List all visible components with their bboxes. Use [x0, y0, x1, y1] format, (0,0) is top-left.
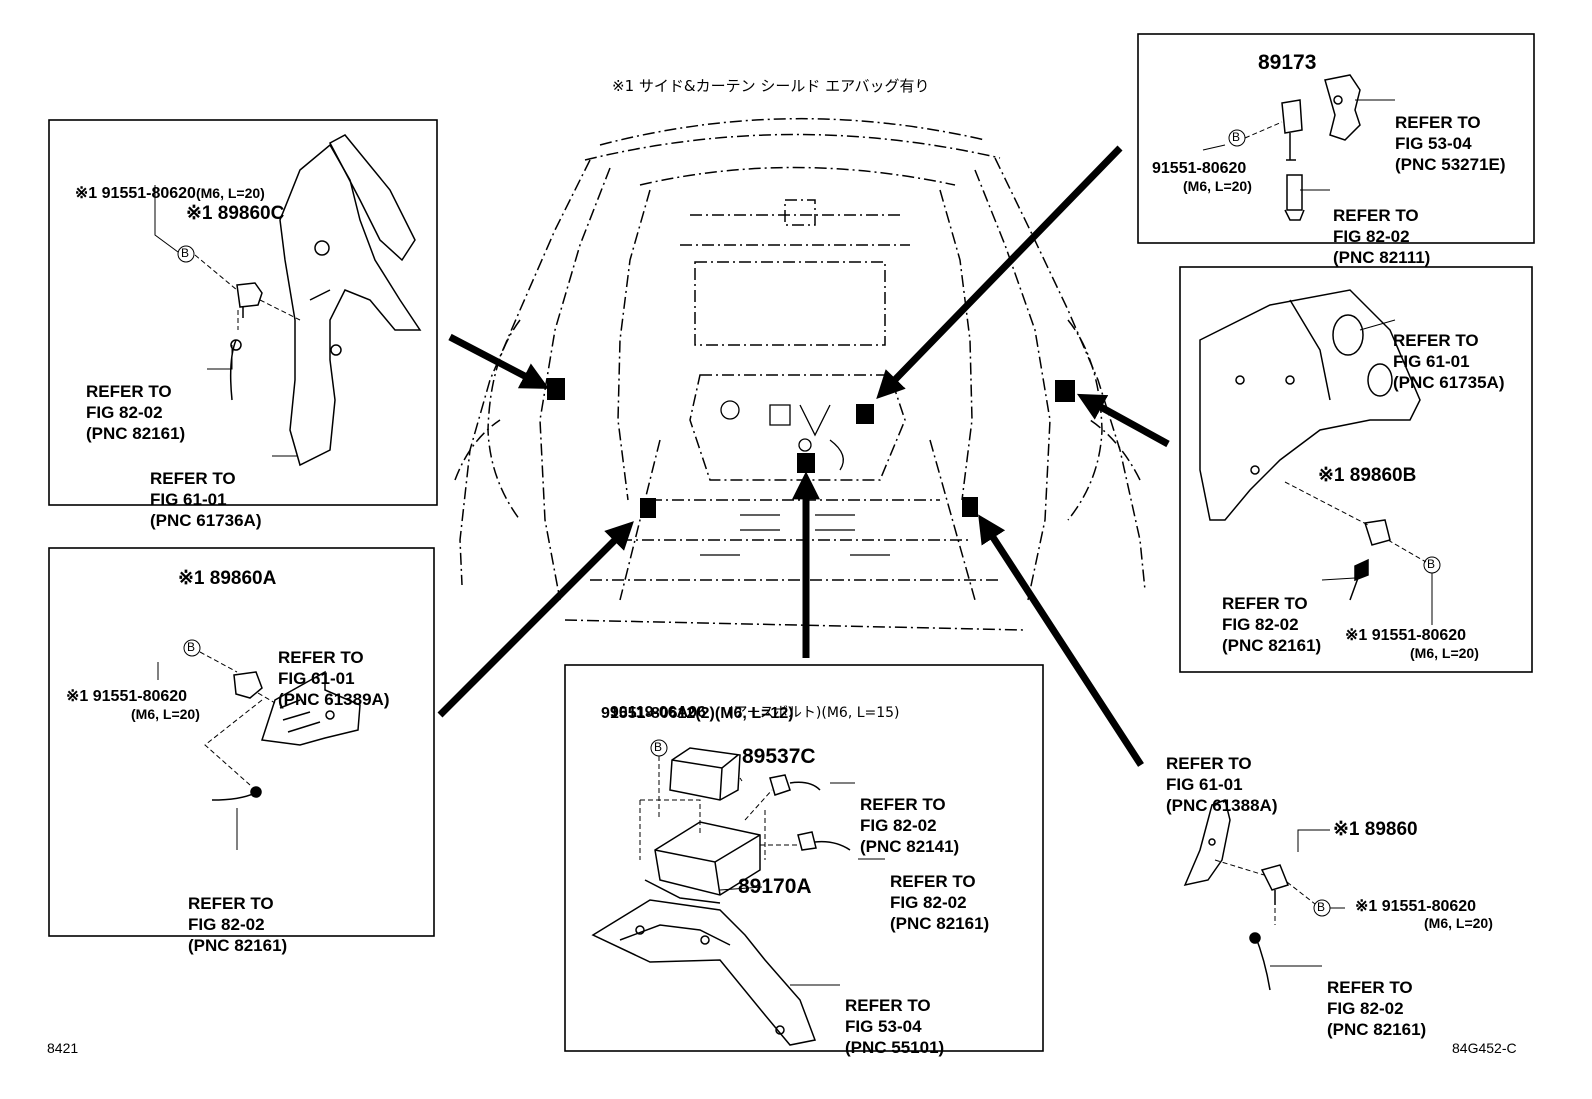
symbol-b-top-right: B [1232, 130, 1241, 144]
mid-right-quarter-panel-art [1199, 289, 1421, 521]
inset-frame-bottom-center [564, 664, 1044, 1052]
inset-frame-mid-left [48, 547, 435, 937]
tr-bolt: 91551-80620 [1152, 160, 1247, 177]
inset-frame-top-right [1137, 33, 1535, 244]
marker-center-airbag-ecu [797, 453, 815, 473]
mid-left-sensor-icon [211, 671, 263, 801]
inset-frame-top-left [48, 119, 438, 506]
bottom-right-leader-lines [1214, 829, 1345, 967]
top-right-leader-lines [1202, 99, 1395, 191]
marker-right-b-pillar [1055, 380, 1075, 402]
marker-front-sensor [856, 404, 874, 424]
symbol-b-mid-right: B [1427, 557, 1436, 571]
mr-part-number: ※1 89860B [1318, 465, 1417, 486]
ml-bolt-spec: (M6, L=20) [131, 706, 200, 722]
ml-bolt: ※1 91551-80620 [66, 688, 188, 705]
mid-left-bracket-art [261, 670, 361, 746]
bc-earth-bolt: 90119-06A06(アースボルト)(M6, L=15) [609, 704, 900, 721]
mr-bolt-spec: (M6, L=20) [1410, 645, 1479, 661]
vehicle-floor-details [700, 400, 890, 556]
corner-code-right: 84G452-C [1452, 1040, 1517, 1056]
arrow-top-left [448, 333, 550, 389]
bc-part-89170a: 89170A [738, 875, 812, 898]
arrow-mid-left [437, 521, 634, 718]
br-bolt-spec: (M6, L=20) [1424, 915, 1493, 931]
bc-part-89537c: 89537C [742, 745, 816, 768]
airbag-ecu-art [591, 747, 851, 1046]
mr-bolt: ※1 91551-80620 [1345, 627, 1467, 644]
br-bolt: ※1 91551-80620 [1355, 898, 1477, 915]
header-note: ※1 サイド&カーテン シールド エアバッグ有り [612, 77, 930, 95]
symbol-b-mid-left: B [187, 640, 196, 654]
top-right-sensor-art [1281, 74, 1361, 221]
top-left-leader-lines [154, 185, 301, 457]
mid-right-sensor-icon [1349, 519, 1391, 601]
corner-code-left: 8421 [47, 1040, 79, 1056]
vehicle-body-outline [454, 117, 1146, 631]
marker-left-rear [640, 498, 656, 518]
symbol-b-bottom-center: B [654, 740, 663, 754]
marker-right-rear [962, 497, 978, 517]
top-left-sensor-icon [229, 282, 263, 401]
tl-part-number: ※1 89860C [186, 203, 285, 224]
bottom-right-pillar-art [1183, 798, 1289, 991]
br-part-number: ※1 89860 [1333, 819, 1418, 840]
tl-bolt: ※1 91551-80620(M6, L=20) [74, 185, 265, 202]
bottom-center-leader-lines [639, 739, 885, 986]
arrow-mid-right [1076, 393, 1170, 448]
leader-arrows [437, 145, 1170, 767]
symbol-b-bottom-right: B [1317, 900, 1326, 914]
top-left-pillar-art [279, 134, 422, 467]
sensor-location-markers [547, 378, 1075, 518]
marker-left-b-pillar [547, 378, 565, 400]
mid-left-leader-lines [157, 639, 276, 850]
bc-bolt: 91551-80612(2)(M6, L=12) [601, 705, 794, 722]
tr-part-number: 89173 [1258, 51, 1317, 74]
arrow-top-right [876, 145, 1123, 400]
inset-frame-mid-right [1179, 266, 1533, 673]
arrow-bottom-right [978, 514, 1144, 767]
tr-bolt-spec: (M6, L=20) [1183, 178, 1252, 194]
symbol-b-top-left: B [181, 246, 190, 260]
mid-right-leader-lines [1284, 319, 1441, 625]
ml-part-number: ※1 89860A [178, 568, 277, 589]
